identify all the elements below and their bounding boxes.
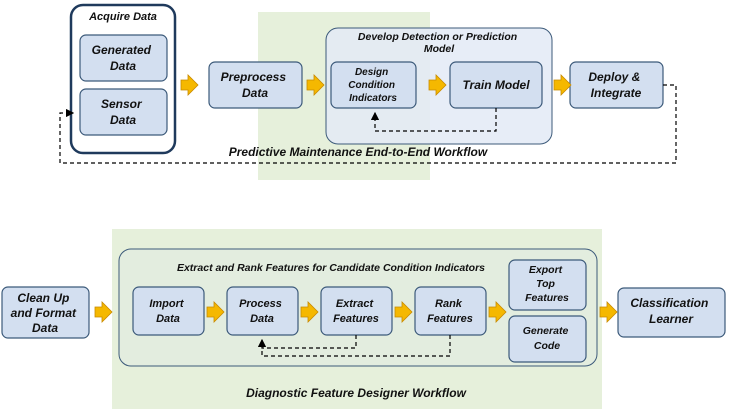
export-top-features-label: Export Top Features bbox=[525, 264, 569, 304]
generated-data-label: Generated Data bbox=[92, 43, 155, 73]
flow-arrow-design-train bbox=[428, 74, 447, 96]
sensor-data-label: Sensor Data bbox=[101, 97, 145, 127]
import-data-box bbox=[132, 286, 205, 336]
flow-arrow-group-classification bbox=[599, 301, 618, 323]
flow-arrow-extract-rank bbox=[394, 301, 413, 323]
feedback-deploy-to-sensor bbox=[59, 84, 677, 164]
extract-features-box bbox=[320, 286, 393, 336]
feedback-rank-to-process bbox=[261, 335, 451, 357]
flow-arrow-train-deploy bbox=[553, 74, 572, 96]
sensor-data-box bbox=[79, 88, 168, 136]
preprocess-data-label: Preprocess Data bbox=[221, 70, 290, 100]
classification-learner-box bbox=[617, 287, 726, 338]
flow-arrow-acquire-preprocess bbox=[180, 74, 199, 96]
flow-arrow-preprocess-design bbox=[306, 74, 325, 96]
import-data-label: Import Data bbox=[149, 298, 186, 325]
deploy-integrate-label: Deploy & Integrate bbox=[588, 70, 643, 100]
process-data-box bbox=[226, 286, 299, 336]
process-data-label: Process Data bbox=[239, 298, 285, 325]
rank-features-box bbox=[414, 286, 487, 336]
bottom-workflow-caption: Diagnostic Feature Designer Workflow bbox=[246, 386, 466, 400]
develop-model-title: Develop Detection or Prediction Model bbox=[358, 31, 520, 55]
design-indicators-box bbox=[330, 61, 417, 109]
feedback-extract-to-process bbox=[257, 335, 357, 349]
clean-up-data-box bbox=[1, 286, 90, 339]
extract-rank-group-title: Extract and Rank Features for Candidate … bbox=[177, 262, 485, 274]
export-top-features-box bbox=[508, 259, 587, 311]
classification-learner-label: Classification Learner bbox=[630, 296, 711, 326]
flow-arrow-process-extract bbox=[300, 301, 319, 323]
flow-arrow-cleanup-import bbox=[94, 301, 113, 323]
extract-features-label: Extract Features bbox=[333, 298, 379, 325]
design-indicators-label: Design Condition Indicators bbox=[348, 67, 397, 104]
clean-up-data-label: Clean Up and Format Data bbox=[11, 291, 80, 335]
generated-data-box bbox=[79, 34, 168, 82]
generate-code-label: Generate Code bbox=[523, 325, 571, 352]
top-workflow-caption: Predictive Maintenance End-to-End Workfl… bbox=[229, 145, 488, 159]
flow-arrow-import-process bbox=[206, 301, 225, 323]
deploy-integrate-box bbox=[569, 61, 664, 109]
rank-features-label: Rank Features bbox=[427, 298, 473, 325]
preprocess-data-box bbox=[208, 61, 303, 109]
flow-arrow-rank-outputs bbox=[488, 301, 507, 323]
train-model-label: Train Model bbox=[462, 78, 530, 92]
generate-code-box bbox=[508, 315, 587, 363]
acquire-data-title: Acquire Data bbox=[88, 11, 157, 23]
